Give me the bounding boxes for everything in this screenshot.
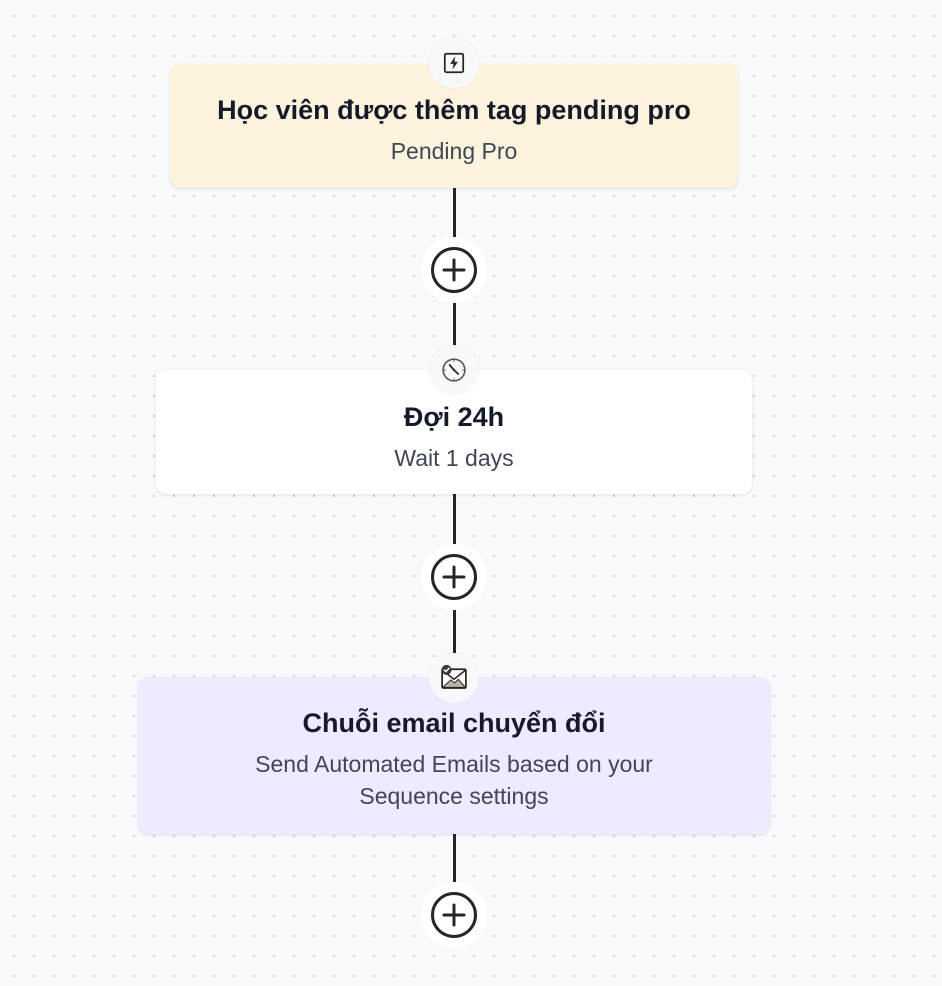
- email-sequence-icon-badge: [429, 653, 479, 703]
- trigger-node-subtitle: Pending Pro: [390, 138, 518, 164]
- clock-icon: [442, 358, 466, 382]
- plus-circle-icon: [431, 892, 477, 938]
- add-step-button[interactable]: [421, 544, 487, 610]
- connector-line: [453, 603, 456, 655]
- connector-line: [453, 296, 456, 348]
- trigger-icon-badge: [429, 38, 479, 88]
- wait-node-subtitle: Wait 1 days: [394, 445, 514, 471]
- email-sequence-node-title: Chuỗi email chuyển đổi: [302, 708, 606, 738]
- email-sequence-node-subtitle-line2: Sequence settings: [359, 783, 549, 809]
- connector-line: [453, 492, 456, 552]
- email-sequence-node-card[interactable]: Chuỗi email chuyển đổi Send Automated Em…: [138, 677, 770, 834]
- trigger-node-title: Học viên được thêm tag pending pro: [217, 95, 691, 125]
- add-step-button[interactable]: [421, 237, 487, 303]
- lightning-icon: [443, 52, 465, 74]
- plus-circle-icon: [431, 247, 477, 293]
- connector-line: [453, 832, 456, 890]
- email-sequence-node-subtitle-line1: Send Automated Emails based on your: [255, 751, 653, 777]
- plus-circle-icon: [431, 554, 477, 600]
- trigger-node-card[interactable]: Học viên được thêm tag pending pro Pendi…: [170, 64, 738, 188]
- add-step-button[interactable]: [421, 882, 487, 948]
- email-sequence-icon: [441, 664, 467, 689]
- wait-node-title: Đợi 24h: [403, 402, 505, 432]
- connector-line: [453, 186, 456, 244]
- wait-icon-badge: [429, 345, 479, 395]
